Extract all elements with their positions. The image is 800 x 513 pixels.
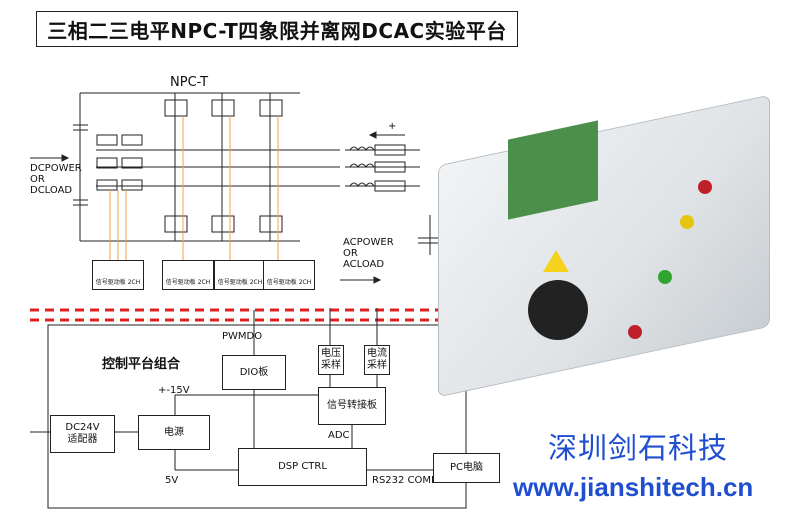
adc-label: ADC <box>328 430 350 441</box>
brand-name: 深圳剑石科技 <box>548 431 729 465</box>
driver-board: 信号驱动板 2CH <box>263 260 315 290</box>
supply-15v-label: +-15V <box>158 385 190 396</box>
topology-label: NPC-T <box>170 75 209 90</box>
driver-board: 信号驱动板 2CH <box>92 260 144 290</box>
plus-sign: + <box>388 121 397 132</box>
control-group-label: 控制平台组合 <box>102 357 181 372</box>
dc24v-adapter: DC24V 适配器 <box>50 415 115 453</box>
dsp-ctrl-box: DSP CTRL <box>238 448 367 486</box>
enclosure <box>438 94 770 398</box>
dc-input-label: DCPOWER OR DCLOAD <box>30 163 82 196</box>
terminal-red <box>628 325 642 339</box>
terminal-green <box>658 270 672 284</box>
voltage-sample-box: 电压 采样 <box>318 345 344 375</box>
pwmdo-label: PWMDO <box>222 331 263 342</box>
product-photo <box>418 70 790 398</box>
page-title: 三相二三电平NPC-T四象限并离网DCAC实验平台 <box>36 11 518 47</box>
brand-url[interactable]: www.jianshitech.cn <box>513 472 754 502</box>
terminal-yellow <box>680 215 694 229</box>
ac-output-label: ACPOWER OR ACLOAD <box>343 237 394 270</box>
rs232-label: RS232 COMM <box>372 475 440 486</box>
five-volt-label: 5V <box>165 475 179 486</box>
power-supply-box: 电源 <box>138 415 210 450</box>
signal-adapter-board: 信号转接板 <box>318 387 386 425</box>
current-sample-box: 电流 采样 <box>364 345 390 375</box>
driver-board: 信号驱动板 2CH <box>162 260 214 290</box>
terminal-red <box>698 180 712 194</box>
capacitor-bank <box>528 280 588 340</box>
driver-board: 信号驱动板 2CH <box>214 260 266 290</box>
dio-board: DIO板 <box>222 355 286 390</box>
pc-box: PC电脑 <box>433 453 500 483</box>
